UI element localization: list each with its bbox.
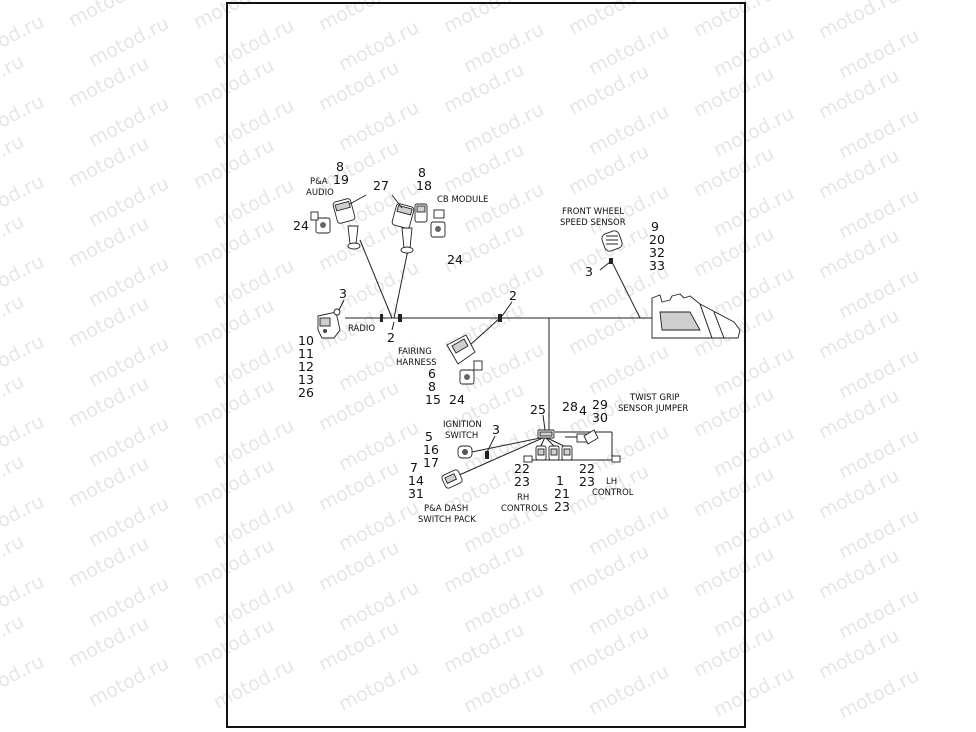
callout-rh-23: 23 [514,474,530,489]
label-paa-audio-2: AUDIO [306,188,334,198]
callout-ign-17: 17 [423,455,439,470]
label-paa-audio-1: P&A [310,177,328,187]
diagram-frame [226,2,746,728]
callout-center-21: 21 [554,486,570,501]
callout-24-left: 24 [293,218,309,233]
label-cb-module: CB MODULE [437,195,488,205]
callout-24-right: 24 [447,252,463,267]
splice-ignition [485,451,489,459]
label-lh-1: LH [606,477,617,487]
splice-audio [398,314,402,322]
label-radio: RADIO [348,324,375,334]
callout-3-fws: 3 [585,264,593,279]
labels: P&A AUDIO CB MODULE FRONT WHEEL SPEED SE… [306,177,688,525]
splice-fairing [498,314,502,322]
callout-tg-30: 30 [592,410,608,425]
wire-paa-audio [359,239,393,319]
fairing-harness-connector [446,334,483,385]
cb-module-connectors [391,203,446,254]
callout-lh-23: 23 [579,474,595,489]
label-lh-2: CONTROL [592,488,634,498]
paa-dash-switch-pack-connector [441,469,463,489]
label-front-wheel-2: SPEED SENSOR [560,218,626,228]
paa-audio-stem [347,225,359,245]
callout-center-1: 1 [556,473,564,488]
callout-center-23: 23 [554,499,570,514]
wire-dash-pack [447,436,546,481]
label-paa-dash-1: P&A DASH [424,504,468,514]
callout-rh-22: 22 [514,461,530,476]
callout-tg-29: 29 [592,397,608,412]
callout-radio-26: 26 [298,385,314,400]
splice-radio [380,314,383,322]
callout-paa-8: 8 [336,159,344,174]
callout-fairing-15: 15 [425,392,441,407]
label-rh-1: RH [517,493,529,503]
label-rh-2: CONTROLS [501,504,548,514]
callout-cb-8: 8 [418,165,426,180]
cb-module-stem [401,227,413,249]
wire-fairing-harness [469,317,501,346]
paa-audio-connector [332,198,356,224]
callout-lh-22: 22 [579,461,595,476]
twist-grip-connector [583,429,599,445]
callout-radio-12: 12 [298,359,314,374]
callout-cb-18: 18 [416,178,432,193]
wire-front-wheel [611,261,641,319]
callouts: 8 19 8 18 27 24 24 3 2 10 11 12 13 26 2 … [293,159,665,514]
callout-25: 25 [530,402,546,417]
callout-4: 4 [579,403,587,418]
callout-2-radio: 2 [387,330,395,345]
leaders [338,194,611,453]
callout-2-fairing: 2 [509,288,517,303]
callout-paa-19: 19 [333,172,349,187]
wires [345,239,652,481]
splices [380,258,613,459]
callout-fws-20: 20 [649,232,665,247]
label-fairing-1: FAIRING [398,347,432,357]
callout-fws-32: 32 [649,245,665,260]
callout-27: 27 [373,178,389,193]
callout-dash-7: 7 [410,460,418,475]
ignition-switch-connector [457,445,473,459]
callout-ign-16: 16 [423,442,439,457]
callout-fws-9: 9 [651,219,659,234]
label-twist-grip-1: TWIST GRIP [629,393,680,403]
callout-dash-31: 31 [408,486,424,501]
callout-fairing-6: 6 [428,366,436,381]
wire-ignition [461,436,546,455]
callout-radio-13: 13 [298,372,314,387]
callout-radio-11: 11 [298,346,314,361]
label-paa-dash-2: SWITCH PACK [418,515,476,525]
callout-28: 28 [562,399,578,414]
callout-24-fairing: 24 [449,392,465,407]
callout-fws-33: 33 [649,258,665,273]
label-fairing-2: HARNESS [396,358,437,368]
label-ignition-1: IGNITION [443,420,482,430]
callout-dash-14: 14 [408,473,424,488]
label-ignition-2: SWITCH [445,431,478,441]
label-twist-grip-2: SENSOR JUMPER [618,404,688,414]
paa-audio-connectors [310,198,361,250]
callout-fairing-8: 8 [428,379,436,394]
callout-3-radio: 3 [339,286,347,301]
callout-ign-5: 5 [425,429,433,444]
switch-block [523,429,621,463]
splice-fws [609,258,613,264]
callout-3-ign: 3 [492,422,500,437]
callout-radio-10: 10 [298,333,314,348]
radio-connector [317,308,341,339]
label-front-wheel-1: FRONT WHEEL [562,207,624,217]
main-harness-housing [651,293,741,339]
front-wheel-speed-sensor-connector [601,230,623,252]
